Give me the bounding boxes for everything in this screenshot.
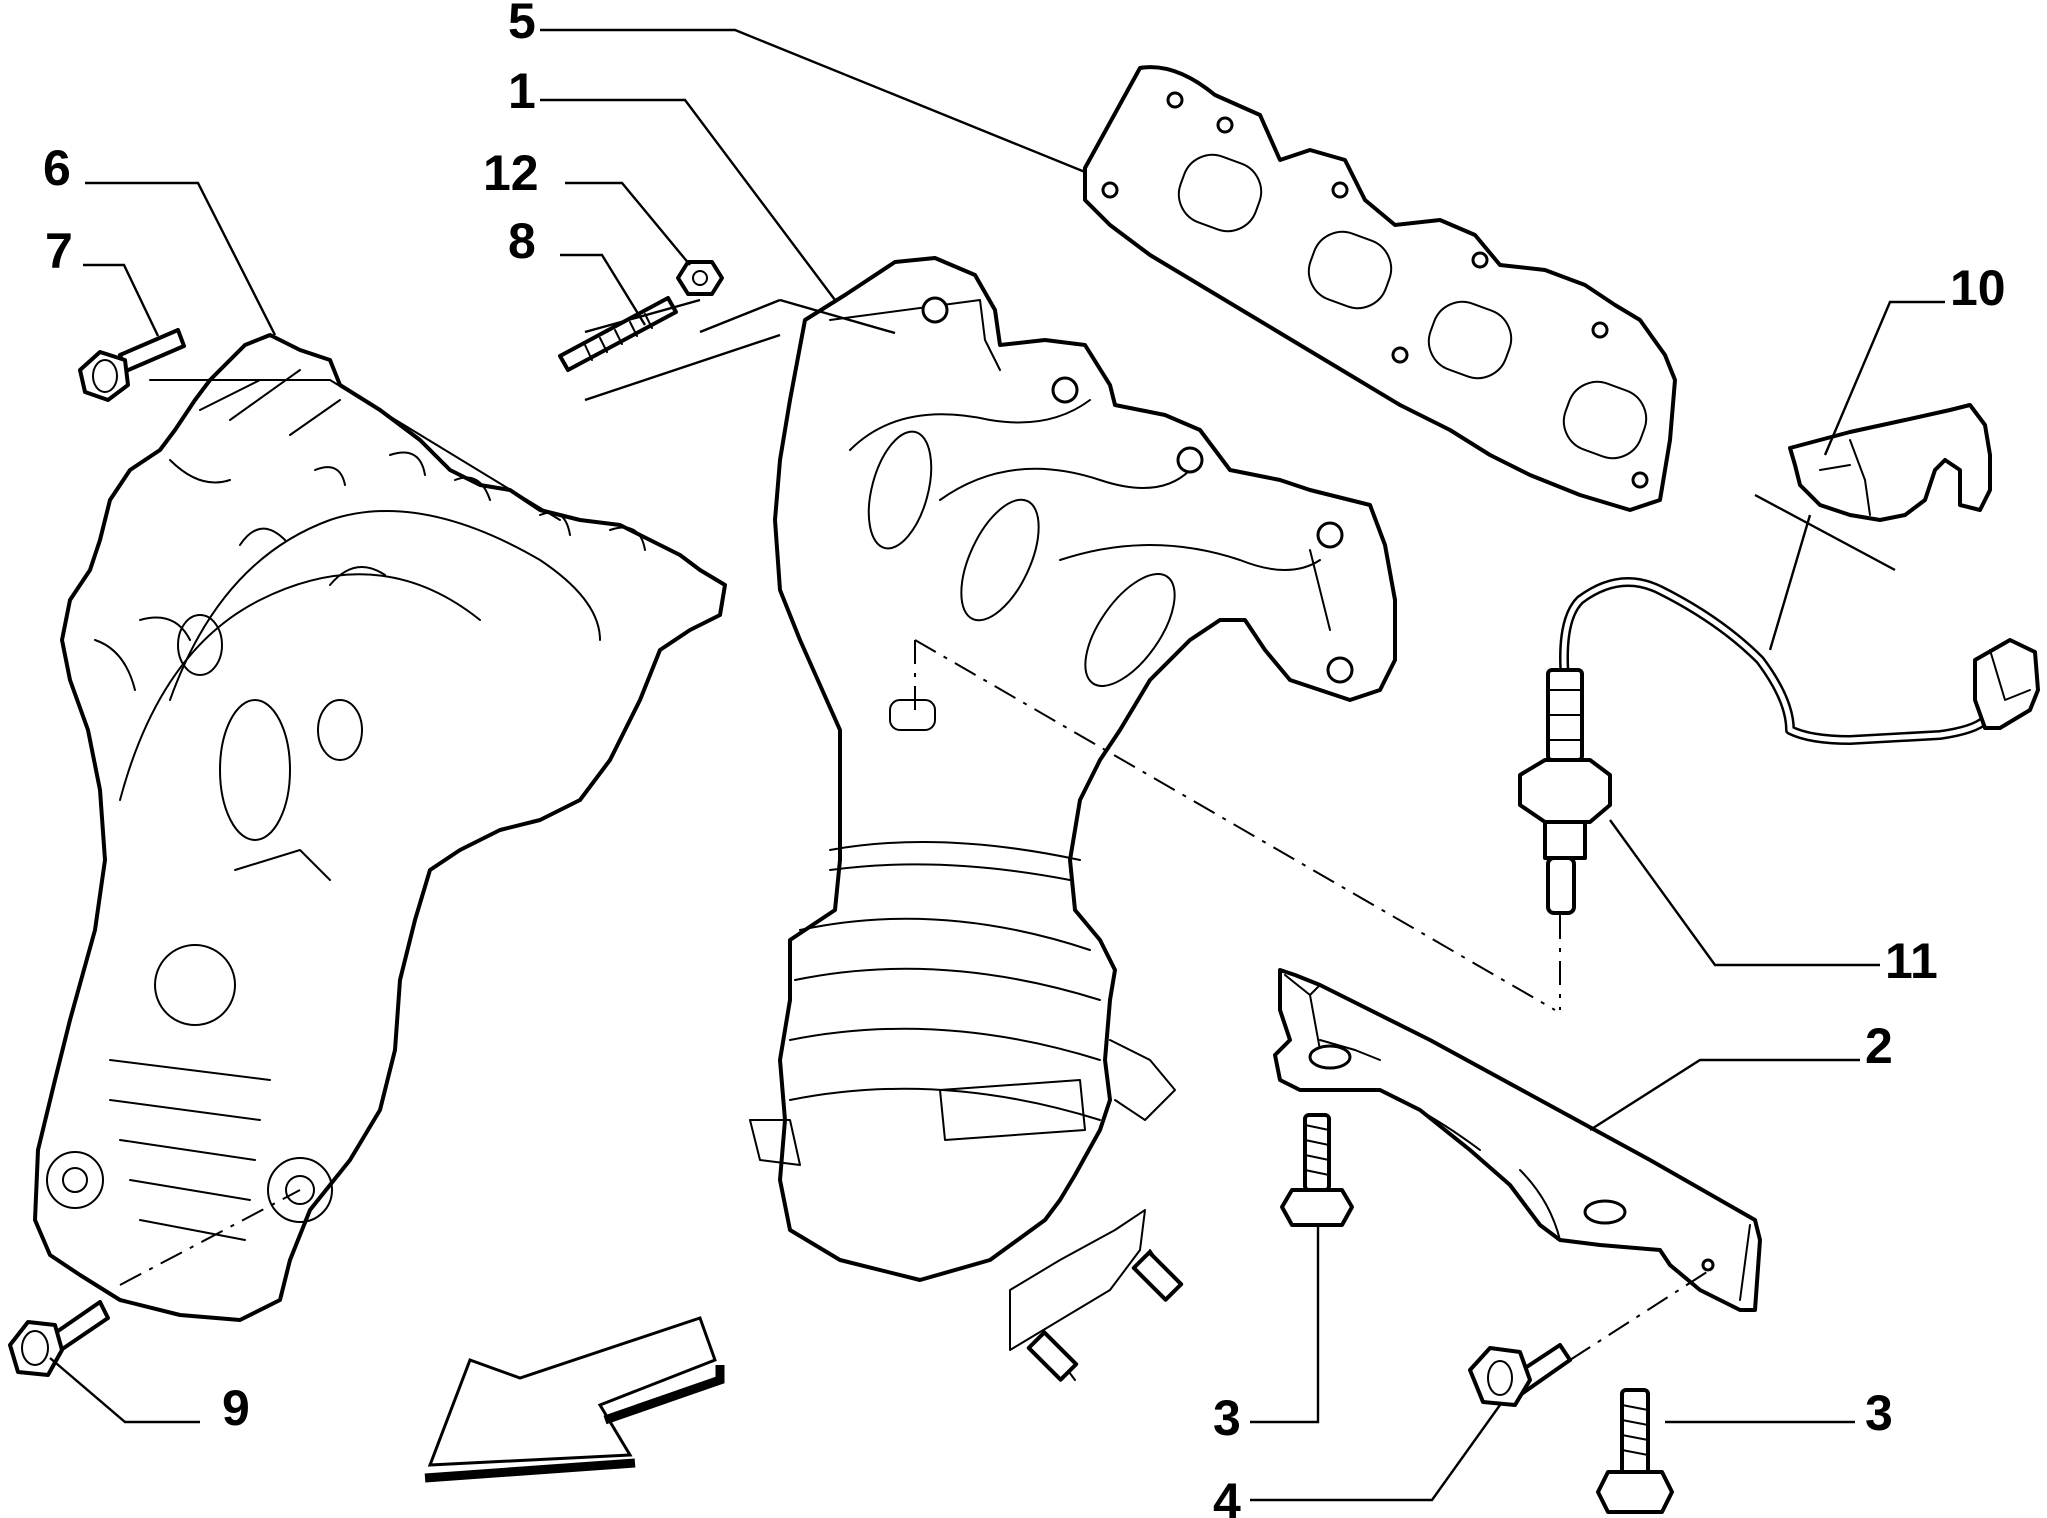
part-12-nut <box>676 260 724 296</box>
part-2-bracket <box>1273 968 1762 1312</box>
callout-1: 1 <box>508 63 536 119</box>
callout-9: 9 <box>222 1380 250 1436</box>
callout-5: 5 <box>508 0 536 49</box>
callout-12: 12 <box>483 145 539 201</box>
part-9-bolt <box>8 1300 110 1377</box>
part-3-bolt-a <box>1280 1113 1354 1227</box>
callout-3-right: 3 <box>1865 1385 1893 1441</box>
assembly-dashed-lines <box>119 639 1711 1361</box>
callout-11: 11 <box>1885 933 1938 989</box>
part-11-oxygen-sensor <box>1518 577 2040 915</box>
callout-2: 2 <box>1865 1018 1893 1074</box>
part-1-exhaust-manifold-catalytic-converter <box>749 256 1397 1382</box>
callout-4: 4 <box>1213 1473 1241 1518</box>
part-10-sensor-clip <box>1788 403 1992 522</box>
callout-10: 10 <box>1950 260 2006 316</box>
leader-lines <box>49 28 1945 1502</box>
part-6-heat-shield <box>33 333 727 1322</box>
part-3-bolt-b <box>1596 1388 1674 1514</box>
callout-labels: 5 1 6 12 7 8 10 11 2 9 3 3 4 <box>43 0 2006 1518</box>
front-direction-arrow <box>424 1316 725 1483</box>
part-4-bolt <box>1468 1343 1572 1407</box>
callout-8: 8 <box>508 213 536 269</box>
part-5-gasket <box>1083 65 1677 512</box>
part-7-bolt <box>78 328 186 402</box>
callout-6: 6 <box>43 140 71 196</box>
callout-3-left: 3 <box>1213 1390 1241 1446</box>
part-8-stud <box>558 296 678 372</box>
callout-7: 7 <box>45 223 73 279</box>
